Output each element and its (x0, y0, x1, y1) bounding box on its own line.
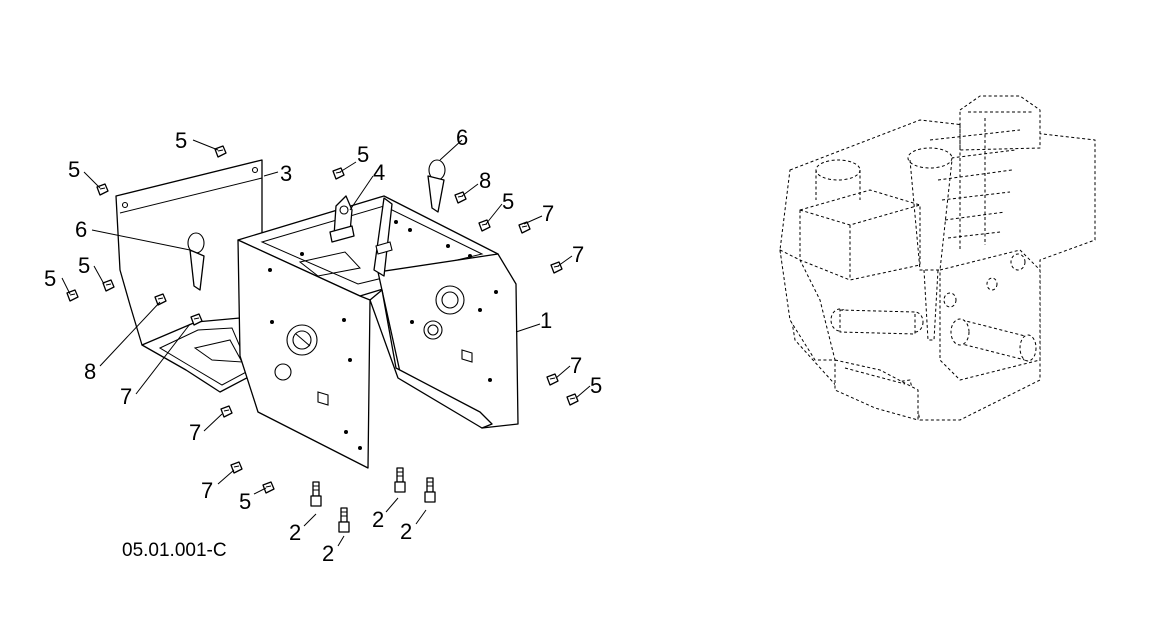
main-frame-part-1 (237, 195, 519, 469)
callout-3: 3 (280, 161, 292, 186)
fastener (518, 221, 531, 234)
engine-phantom-outline (779, 95, 1096, 421)
fastener (566, 393, 579, 406)
fastener (220, 405, 233, 418)
callout-5: 5 (502, 189, 514, 214)
callout-5: 5 (78, 253, 90, 278)
callout-7: 7 (189, 420, 201, 445)
callout-5: 5 (357, 142, 369, 167)
callout-8: 8 (84, 359, 96, 384)
callout-5: 5 (239, 489, 251, 514)
callout-1: 1 (540, 308, 552, 333)
bolt (424, 477, 436, 503)
callout-5: 5 (44, 266, 56, 291)
figure-code: 05.01.001-C (122, 540, 227, 561)
callout-6: 6 (456, 125, 468, 150)
callout-4: 4 (373, 160, 385, 185)
fastener (96, 183, 109, 196)
callout-2: 2 (289, 520, 301, 545)
fasteners (66, 145, 579, 533)
callout-7: 7 (542, 201, 554, 226)
callout-2: 2 (322, 541, 334, 566)
callout-5: 5 (590, 373, 602, 398)
fastener (154, 293, 167, 306)
fastener (102, 279, 115, 292)
callout-6: 6 (75, 217, 87, 242)
callout-2: 2 (372, 507, 384, 532)
fastener (550, 261, 563, 274)
bolt (394, 467, 406, 493)
callout-7: 7 (570, 353, 582, 378)
lynch-pin-part-6-upper (427, 159, 446, 213)
callout-8: 8 (479, 168, 491, 193)
callout-7: 7 (120, 384, 132, 409)
callout-5: 5 (175, 128, 187, 153)
callout-7: 7 (201, 478, 213, 503)
fastener (190, 313, 203, 326)
lynch-pin-part-6-left (187, 232, 205, 291)
fastener (214, 145, 227, 158)
bolt (310, 481, 322, 507)
bracket-tab-part-4 (329, 195, 355, 243)
fastener (332, 167, 345, 180)
leader-lines (61, 139, 591, 547)
callout-2: 2 (400, 519, 412, 544)
callout-5: 5 (68, 157, 80, 182)
fastener (262, 481, 275, 494)
callout-7: 7 (572, 242, 584, 267)
fastener (546, 373, 559, 386)
callout-labels: 1 2 2 2 2 3 4 5 5 5 5 5 5 5 5 6 6 7 7 7 … (44, 125, 602, 566)
bolt (338, 507, 350, 533)
fastener (478, 219, 491, 232)
